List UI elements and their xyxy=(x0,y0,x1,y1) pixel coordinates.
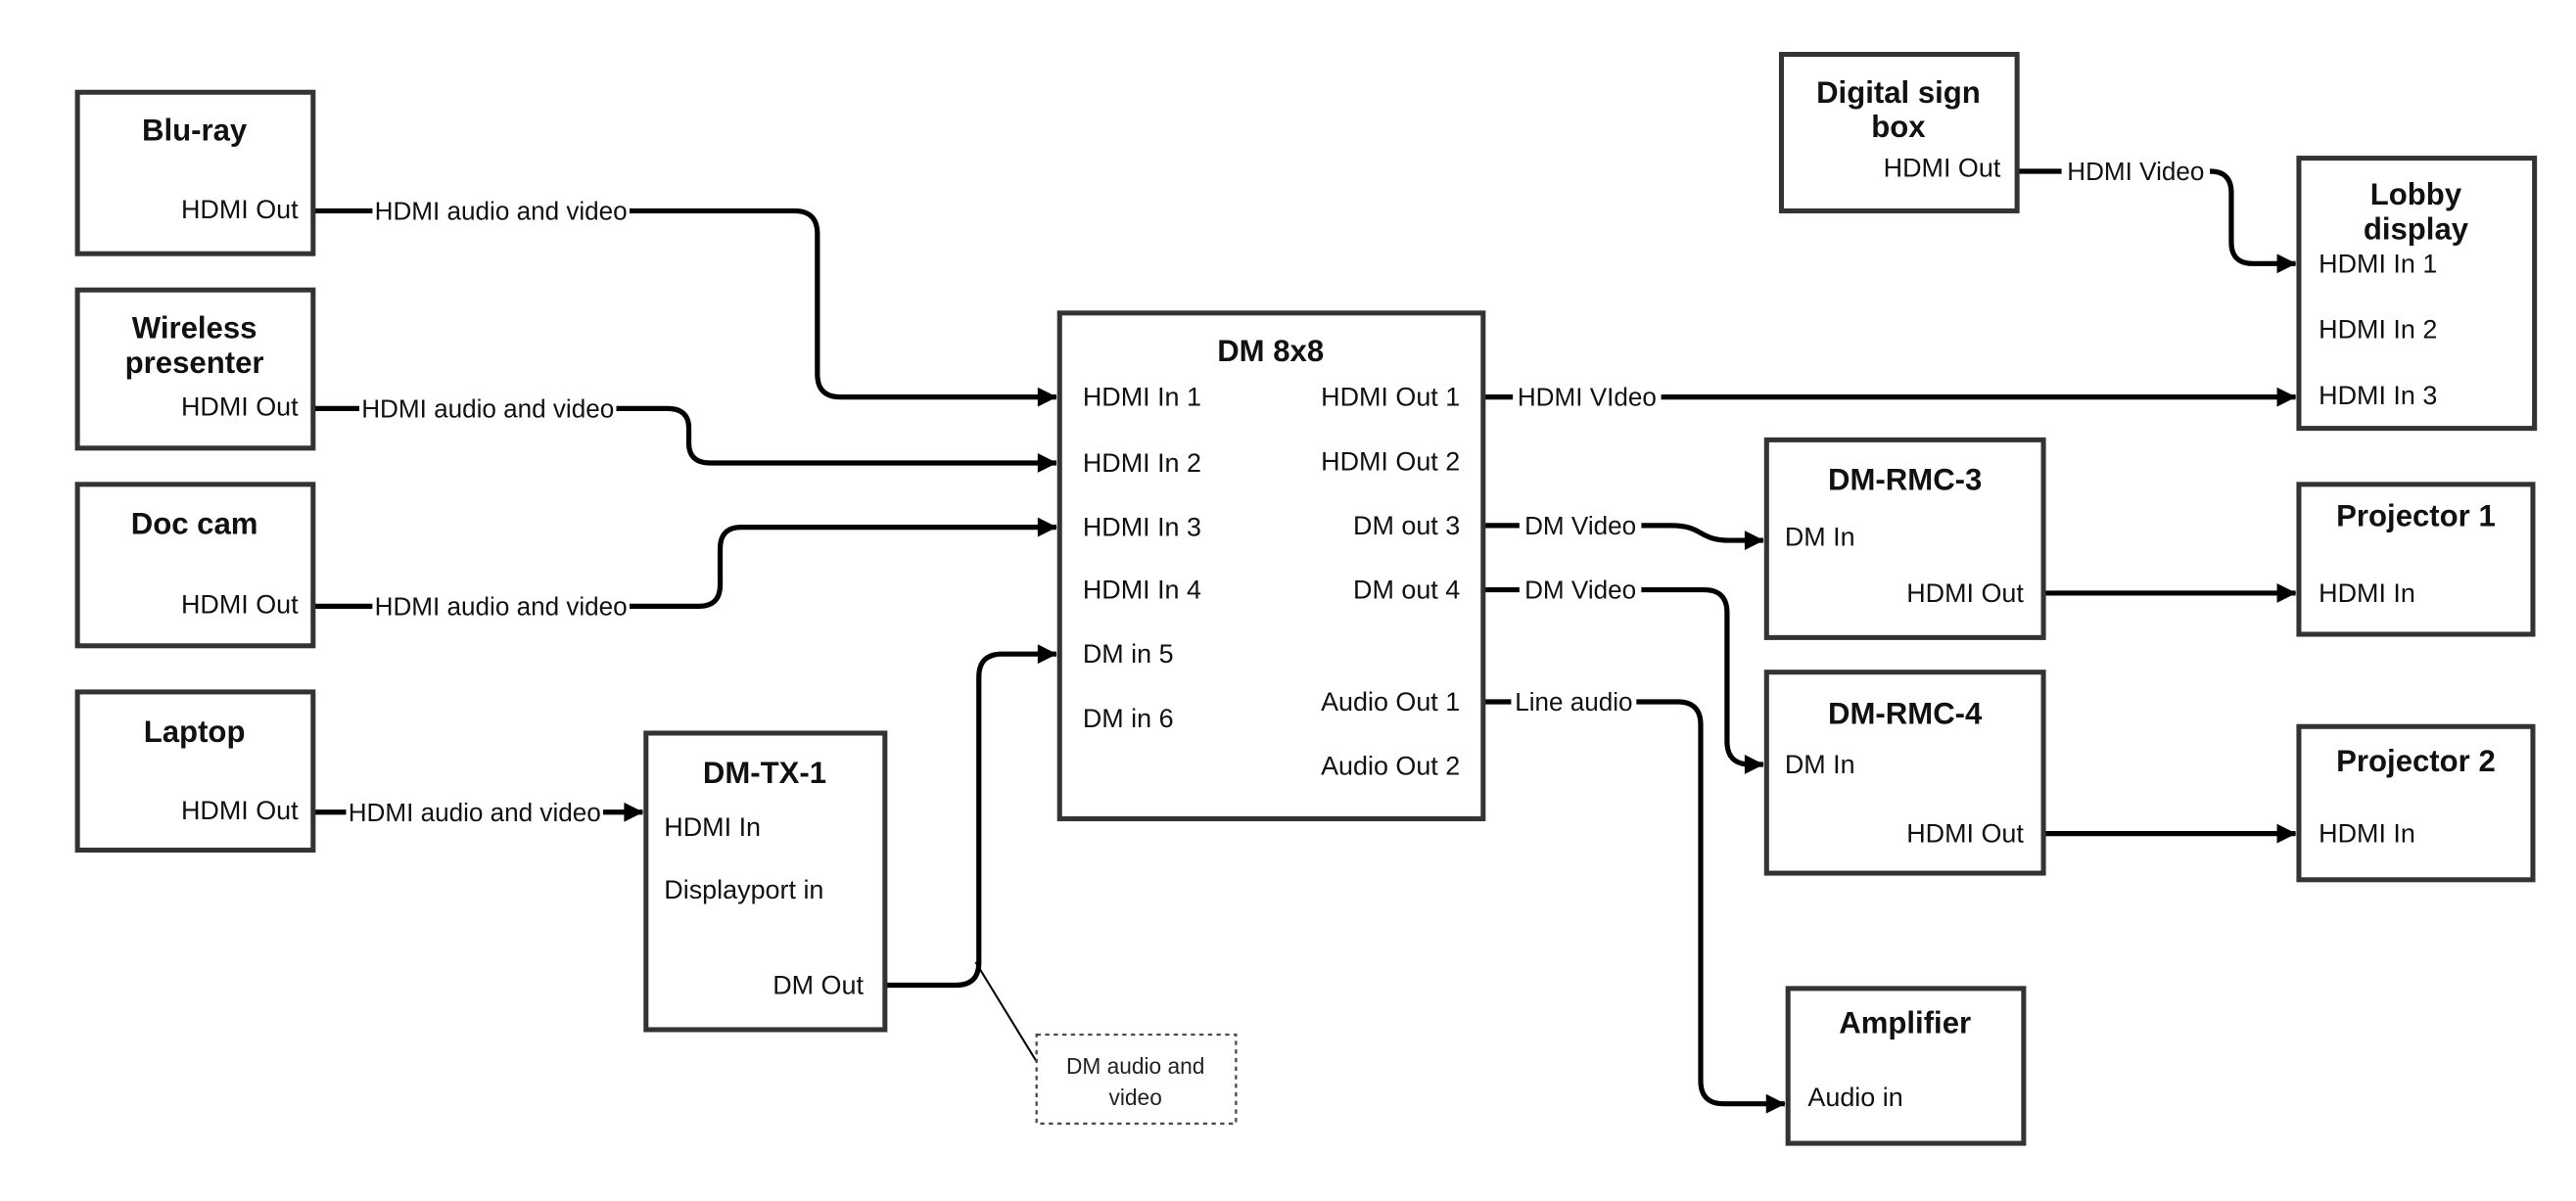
node-lobby-port-hdmi-in-1: HDMI In 1 xyxy=(2318,249,2437,278)
node-projector1-title: Projector 1 xyxy=(2336,498,2496,532)
node-doccam-title: Doc cam xyxy=(131,507,258,541)
node-projector2: Projector 2 HDMI In xyxy=(2296,723,2536,883)
node-bluray-box xyxy=(74,89,316,256)
edge-dmtx1-dm8x8 xyxy=(884,644,1057,989)
edge-doccam-dm8x8-seg2 xyxy=(629,517,1057,609)
node-wireless-title-line2: presenter xyxy=(125,346,264,380)
node-dm8x8-port-dm-in-6: DM in 6 xyxy=(1083,704,1174,733)
edge-dmout4-rmc4-seg2 xyxy=(1641,586,1764,774)
node-dmrmc3-title: DM-RMC-3 xyxy=(1828,462,1982,496)
note-leader-line xyxy=(974,961,1040,1065)
node-dm8x8-port-hdmi-in-2: HDMI In 2 xyxy=(1083,448,1201,478)
node-dmtx1-title: DM-TX-1 xyxy=(703,756,826,790)
node-doccam: Doc cam HDMI Out xyxy=(74,482,316,649)
node-dmtx1-port-hdmi-in: HDMI In xyxy=(664,812,761,842)
node-amplifier-title: Amplifier xyxy=(1839,1006,1971,1040)
node-dm8x8-port-dm-out-3: DM out 3 xyxy=(1353,511,1460,540)
node-dmrmc3-box xyxy=(1763,437,2046,640)
edge-dmout3-rmc3-seg2 xyxy=(1641,523,1764,550)
node-dm8x8-port-audio-out-2: Audio Out 2 xyxy=(1321,752,1460,781)
node-amplifier-box xyxy=(1785,986,2027,1146)
node-dmrmc3-port-hdmi-out: HDMI Out xyxy=(1906,578,2024,608)
node-dm8x8-port-hdmi-in-4: HDMI In 4 xyxy=(1083,576,1201,605)
note-text-line1: DM audio and xyxy=(1066,1053,1204,1079)
node-digitalsign: Digital sign box HDMI Out xyxy=(1778,52,2020,213)
edge-label-dmout3: DM Video xyxy=(1524,511,1636,540)
edge-label-laptop: HDMI audio and video xyxy=(349,798,601,827)
edge-label-doccam: HDMI audio and video xyxy=(375,591,628,621)
node-bluray: Blu-ray HDMI Out xyxy=(74,89,316,256)
node-lobby-port-hdmi-in-3: HDMI In 3 xyxy=(2318,381,2437,410)
node-dmrmc4-port-dm-in: DM In xyxy=(1785,750,1855,779)
node-dm8x8-port-hdmi-in-1: HDMI In 1 xyxy=(1083,383,1201,412)
node-doccam-box xyxy=(74,482,316,649)
node-lobby-box xyxy=(2296,156,2538,432)
note-text-line2: video xyxy=(1109,1085,1162,1110)
node-projector1-box xyxy=(2296,482,2536,637)
node-projector1-port-hdmi-in: HDMI In xyxy=(2318,578,2415,608)
node-dm8x8-port-dm-in-5: DM in 5 xyxy=(1083,639,1174,669)
node-digitalsign-title-line1: Digital sign xyxy=(1816,75,1981,110)
node-projector2-box xyxy=(2296,723,2536,883)
edge-audioout1-amp-seg2 xyxy=(1636,699,1786,1114)
node-digitalsign-box xyxy=(1778,52,2020,213)
node-dmrmc3-port-dm-in: DM In xyxy=(1785,523,1855,552)
edge-label-wireless: HDMI audio and video xyxy=(361,393,614,423)
edge-label-hdmiout1: HDMI VIdeo xyxy=(1518,383,1657,412)
node-dm8x8-title: DM 8x8 xyxy=(1217,334,1324,368)
node-dmtx1: DM-TX-1 HDMI In Displayport in DM Out xyxy=(643,730,888,1033)
node-wireless-title-line1: Wireless xyxy=(132,310,258,345)
node-digitalsign-port-hdmi-out: HDMI Out xyxy=(1884,154,2001,183)
node-amplifier: Amplifier Audio in xyxy=(1785,986,2027,1146)
node-amplifier-port-audio-in: Audio in xyxy=(1807,1083,1902,1112)
node-doccam-port-hdmi-out: HDMI Out xyxy=(181,590,299,620)
node-bluray-port-hdmi-out: HDMI Out xyxy=(181,195,299,224)
node-projector1: Projector 1 HDMI In xyxy=(2296,482,2536,637)
edges: HDMI audio and video HDMI audio and vide… xyxy=(312,157,2297,1114)
edge-label-dmout4: DM Video xyxy=(1524,576,1636,605)
node-wireless-port-hdmi-out: HDMI Out xyxy=(181,393,299,422)
node-dmrmc4-title: DM-RMC-4 xyxy=(1828,696,1983,730)
node-lobby-title-line2: display xyxy=(2364,211,2469,246)
note-dm-audio-video: DM audio and video xyxy=(1035,1033,1238,1126)
node-wireless-presenter: Wireless presenter HDMI Out xyxy=(74,287,316,451)
node-dmrmc3: DM-RMC-3 DM In HDMI Out xyxy=(1763,437,2046,640)
node-dm8x8-box xyxy=(1056,310,1486,822)
node-dm8x8-port-dm-out-4: DM out 4 xyxy=(1353,576,1460,605)
node-dm8x8-port-hdmi-in-3: HDMI In 3 xyxy=(1083,513,1201,542)
node-dmtx1-box xyxy=(643,730,888,1033)
node-laptop: Laptop HDMI Out xyxy=(74,689,316,854)
edge-label-digitalsign: HDMI Video xyxy=(2067,157,2204,186)
edge-bluray-dm8x8-seg2 xyxy=(629,208,1057,407)
edge-wireless-dm8x8-seg2 xyxy=(616,405,1057,473)
node-dmrmc4-port-hdmi-out: HDMI Out xyxy=(1906,819,2024,849)
node-bluray-title: Blu-ray xyxy=(142,113,248,147)
node-lobby-display: Lobby display HDMI In 1 HDMI In 2 HDMI I… xyxy=(2296,156,2538,432)
node-projector2-title: Projector 2 xyxy=(2336,744,2496,778)
edge-digitalsign-lobby-seg2 xyxy=(2209,168,2297,274)
node-projector2-port-hdmi-in: HDMI In xyxy=(2318,819,2415,849)
node-digitalsign-title-line2: box xyxy=(1871,110,1926,144)
node-dm8x8-port-hdmi-out-1: HDMI Out 1 xyxy=(1321,383,1460,412)
node-dmtx1-port-dm-out: DM Out xyxy=(773,971,864,1000)
node-lobby-port-hdmi-in-2: HDMI In 2 xyxy=(2318,315,2437,345)
edge-label-audioout1: Line audio xyxy=(1515,687,1632,716)
node-dmrmc4-box xyxy=(1763,670,2046,876)
node-laptop-title: Laptop xyxy=(144,715,246,749)
edge-label-bluray: HDMI audio and video xyxy=(375,196,628,225)
node-laptop-port-hdmi-out: HDMI Out xyxy=(181,796,299,825)
node-wireless-box xyxy=(74,287,316,451)
note-box xyxy=(1035,1033,1238,1126)
node-dmtx1-port-displayport-in: Displayport in xyxy=(664,875,823,904)
node-dm8x8-port-audio-out-1: Audio Out 1 xyxy=(1321,687,1460,716)
node-dm8x8-port-hdmi-out-2: HDMI Out 2 xyxy=(1321,446,1460,476)
node-dmrmc4: DM-RMC-4 DM In HDMI Out xyxy=(1763,670,2046,876)
node-dm8x8: DM 8x8 HDMI In 1 HDMI In 2 HDMI In 3 HDM… xyxy=(1056,310,1486,822)
node-lobby-title-line1: Lobby xyxy=(2370,177,2462,211)
node-laptop-box xyxy=(74,689,316,854)
